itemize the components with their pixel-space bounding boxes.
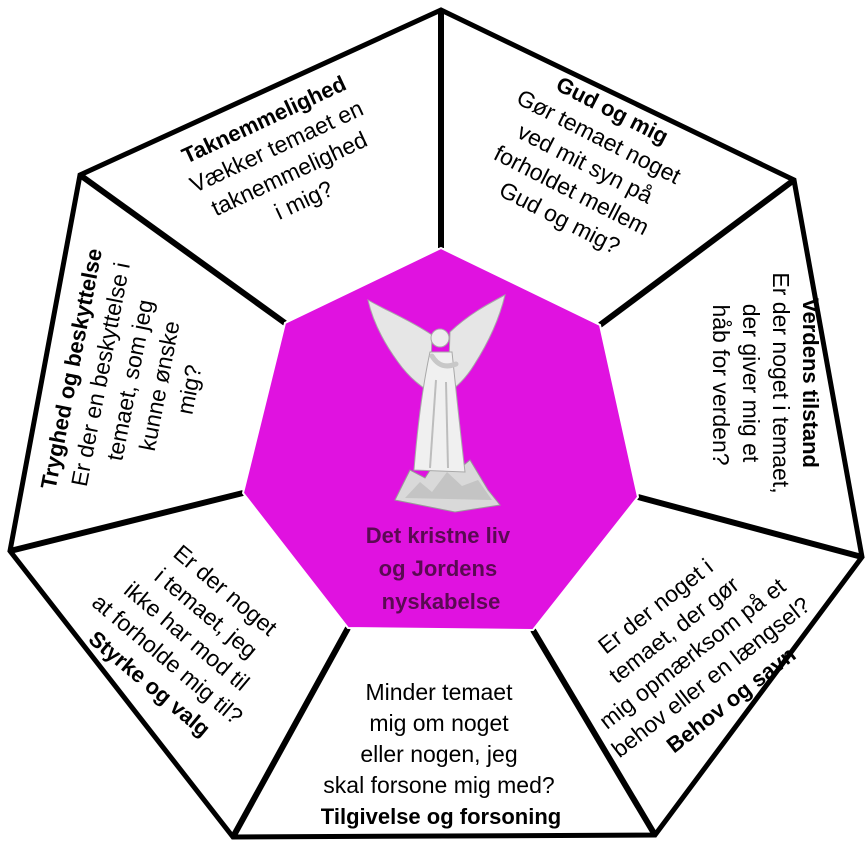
divider-upper-right <box>598 177 796 328</box>
segment-styrke-og-valg: Er der noget i temaet, jeg ikke har mod … <box>68 520 309 755</box>
segment-question-line: mig om noget <box>369 710 509 736</box>
center-title-line: nyskabelse <box>382 589 501 614</box>
segment-tilgivelse: Minder temaet mig om noget eller nogen, … <box>321 679 561 829</box>
center-title-line: og Jordens <box>379 556 498 581</box>
segment-question-line: Minder temaet <box>365 679 513 705</box>
segment-title: Verdens tilstand <box>798 298 823 468</box>
svg-text:Verdens tilstand Er der: Verdens tilstand Er der noget i temaet, … <box>708 272 823 497</box>
center-title: Det kristne liv og Jordens nyskabelse <box>366 523 516 614</box>
svg-text:Er der noget i temaet, j: Er der noget i temaet, jeg ikke har mod … <box>68 520 309 755</box>
divider-lower-left <box>9 490 244 554</box>
segment-question-line: skal forsone mig med? <box>323 772 554 798</box>
segment-verdens-tilstand: Verdens tilstand Er der noget i temaet, … <box>708 272 823 497</box>
divider-upper-left <box>78 172 287 326</box>
divider-lower-right <box>637 494 863 560</box>
segment-question-line: der giver mig et <box>738 304 764 463</box>
segment-title: Tilgivelse og forsoning <box>321 804 561 829</box>
divider-bottom-left <box>230 626 351 839</box>
angel-statue-image <box>367 294 506 513</box>
svg-text:Gud og mig Gør temaet no: Gud og mig Gør temaet noget ved mit syn … <box>472 58 702 271</box>
segment-question-line: Er der noget i temaet, <box>768 272 794 493</box>
divider-lines <box>9 10 863 839</box>
segment-gud-og-mig: Gud og mig Gør temaet noget ved mit syn … <box>472 58 702 271</box>
svg-text:Minder temaet mig om nog: Minder temaet mig om noget eller nogen, … <box>321 679 561 829</box>
center-title-line: Det kristne liv <box>366 523 511 548</box>
segment-question-line: eller nogen, jeg <box>360 741 517 767</box>
divider-bottom-right <box>530 628 658 837</box>
segment-question-line: håb for verden? <box>708 304 734 465</box>
